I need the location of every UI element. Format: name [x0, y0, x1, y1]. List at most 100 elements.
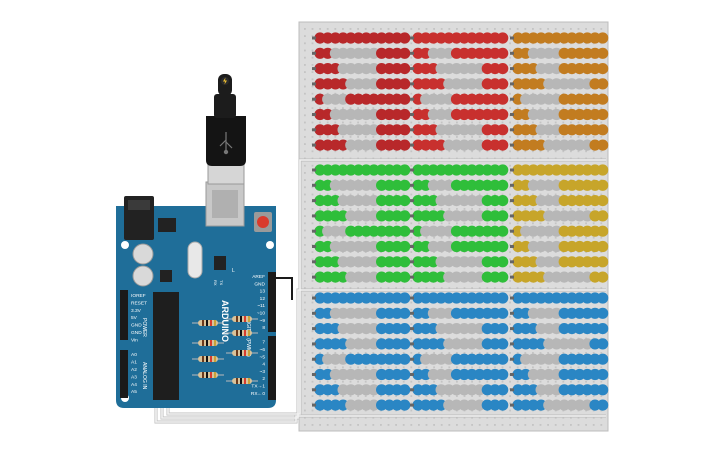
led [412, 384, 424, 396]
led [360, 353, 372, 365]
led-row-green [312, 164, 411, 176]
led [376, 78, 388, 90]
led [450, 353, 463, 365]
led [497, 78, 509, 90]
led [329, 338, 341, 350]
usb-cable[interactable] [206, 74, 246, 185]
led [597, 124, 609, 136]
led [558, 108, 570, 121]
led [368, 47, 380, 59]
led-row-red [312, 108, 411, 121]
led-row-blue [510, 338, 609, 350]
led [352, 256, 365, 268]
pin-label: A4 [131, 382, 137, 388]
led [497, 32, 509, 44]
led [337, 307, 349, 319]
led [360, 307, 372, 319]
digital-header-bottom [268, 336, 276, 400]
led [589, 399, 601, 411]
led [543, 93, 555, 105]
led [435, 164, 447, 176]
led [399, 47, 411, 59]
led-row-yellow [510, 210, 609, 222]
led [574, 195, 586, 207]
led [535, 47, 547, 59]
led [322, 353, 334, 365]
led [574, 323, 586, 335]
led [427, 240, 439, 253]
led [581, 78, 593, 90]
led [337, 256, 349, 268]
led [322, 338, 334, 350]
led [412, 292, 424, 304]
led [383, 399, 395, 411]
reset-button[interactable] [254, 212, 272, 232]
led [329, 179, 341, 191]
led-row-yellow [510, 179, 609, 191]
led [412, 338, 424, 350]
led [481, 225, 493, 237]
led [489, 179, 501, 191]
pin-label: ~10 [257, 311, 265, 317]
led [458, 32, 470, 44]
led [337, 292, 349, 304]
led [527, 32, 540, 44]
led [435, 384, 447, 396]
led [443, 353, 455, 365]
led [352, 384, 365, 396]
led [543, 139, 555, 151]
led [376, 179, 388, 191]
led [322, 179, 334, 191]
led [352, 108, 365, 121]
led [558, 179, 570, 191]
led [574, 399, 586, 411]
led [360, 93, 372, 105]
led [352, 353, 365, 365]
led-row-red [410, 47, 509, 59]
led [427, 195, 439, 207]
led [435, 399, 447, 411]
led [420, 256, 432, 268]
led [535, 271, 547, 283]
led [352, 210, 365, 222]
led [443, 271, 455, 283]
led [543, 240, 555, 253]
led [543, 63, 555, 75]
led-row-green [410, 210, 509, 222]
led [376, 108, 388, 121]
led [352, 225, 365, 237]
led [520, 225, 532, 237]
led [399, 210, 411, 222]
led [427, 353, 439, 365]
led [489, 78, 501, 90]
led [481, 63, 493, 75]
led-row-red [410, 139, 509, 151]
led [314, 210, 326, 222]
led [574, 139, 586, 151]
led [558, 256, 570, 268]
led [345, 384, 357, 396]
led [543, 271, 555, 283]
led [520, 32, 532, 44]
led [512, 225, 524, 237]
led [322, 139, 334, 151]
led [314, 240, 326, 253]
led [383, 210, 395, 222]
led [497, 240, 509, 253]
led [314, 307, 326, 319]
led [558, 384, 570, 396]
led-row-green [410, 240, 509, 253]
led [352, 338, 365, 350]
led [314, 32, 326, 44]
led [535, 384, 547, 396]
led [314, 47, 326, 59]
led [391, 240, 403, 253]
led [368, 323, 380, 335]
led [520, 256, 532, 268]
led [322, 384, 334, 396]
led [435, 78, 447, 90]
led [435, 32, 447, 44]
led [450, 307, 463, 319]
